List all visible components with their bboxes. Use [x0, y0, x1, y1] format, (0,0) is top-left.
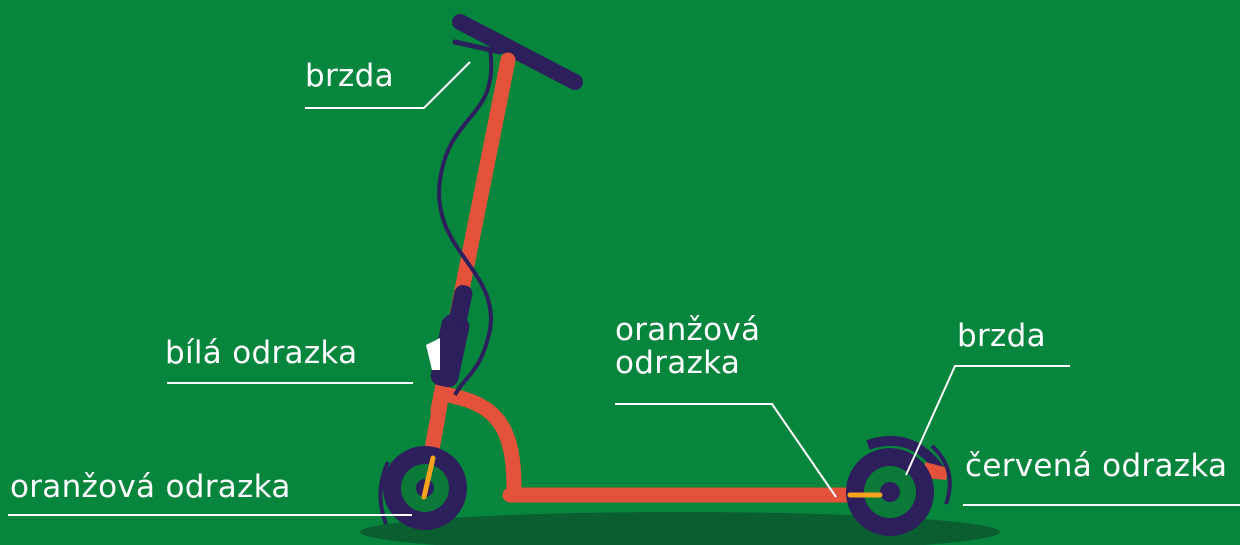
front-wheel-motion-arc: [378, 461, 390, 525]
rear-wheel-hub: [880, 482, 900, 502]
leader-line-orange-reflector-rear: [615, 403, 837, 498]
label-white-reflector: bílá odrazka: [165, 335, 358, 371]
label-orange-reflector-rear-line2: odrazka: [615, 345, 741, 382]
handlebar: [452, 14, 583, 90]
label-brake-rear: brzda: [957, 318, 1046, 354]
orange-reflector-front-shape: [421, 455, 436, 500]
label-red-reflector: červená odrazka: [965, 448, 1228, 484]
white-reflector-shape: [426, 338, 440, 370]
ground-shadow: [360, 512, 1000, 545]
front-light-top: [449, 285, 473, 325]
leader-line-brake-rear: [905, 365, 1070, 476]
leader-line-brake-front: [305, 61, 471, 109]
rear-fender: [866, 435, 945, 473]
front-light-module: [430, 314, 470, 388]
label-orange-reflector-rear: oranžová odrazka: [615, 312, 761, 382]
brake-cable: [437, 47, 494, 396]
brake-lever: [452, 39, 503, 55]
label-orange-reflector-rear-line1: oranžová: [615, 312, 761, 348]
label-orange-reflector-front: oranžová odrazka: [10, 469, 291, 505]
scooter-neck: [440, 387, 522, 503]
rear-wheel-motion-arc: [930, 444, 952, 505]
label-brake-front: brzda: [305, 58, 394, 94]
